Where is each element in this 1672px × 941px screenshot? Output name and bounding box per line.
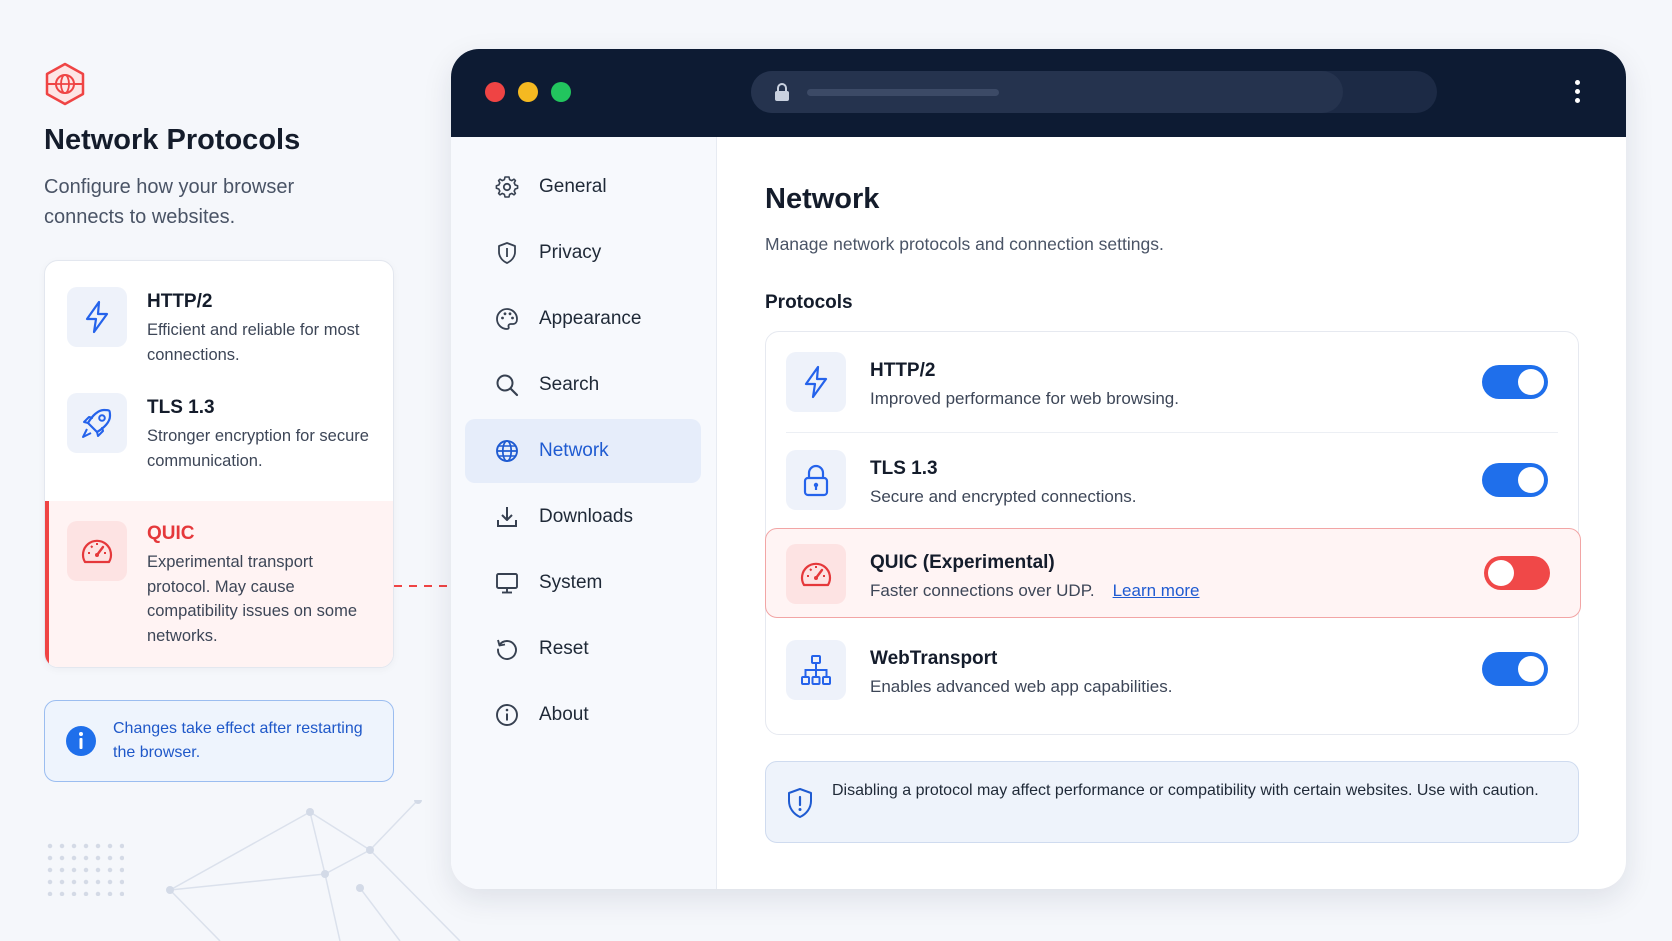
globe-shield-icon	[45, 62, 85, 106]
feature-desc: Efficient and reliable for most connecti…	[147, 321, 360, 364]
sidebar-item-label: Network	[539, 440, 609, 461]
page-title: Network Protocols	[44, 124, 301, 156]
sitemap-icon	[786, 640, 846, 700]
sidebar-item-privacy[interactable]: Privacy	[465, 221, 701, 285]
info-icon	[496, 704, 518, 726]
page-subtitle: Configure how your browser connects to w…	[44, 176, 295, 228]
globe-icon	[496, 440, 518, 462]
protocol-row-tls13: TLS 1.3 Secure and encrypted connections…	[766, 432, 1578, 528]
browser-titlebar	[451, 49, 1626, 137]
lightning-icon	[786, 352, 846, 412]
address-bar-field[interactable]	[751, 71, 1343, 113]
gear-icon	[495, 176, 519, 198]
lock-icon	[786, 450, 846, 510]
protocol-desc: Faster connections over UDP. Learn more	[870, 581, 1200, 601]
protocol-name: TLS 1.3	[870, 458, 938, 479]
feature-desc: Stronger encryption for secure communica…	[147, 427, 369, 470]
palette-icon	[496, 308, 518, 330]
section-title: Network	[765, 183, 880, 215]
feature-tls13: TLS 1.3 Stronger encryption for secure c…	[45, 373, 393, 501]
window-maximize-button[interactable]	[551, 82, 571, 102]
sidebar-item-label: General	[539, 176, 607, 197]
sidebar-item-reset[interactable]: Reset	[465, 617, 701, 681]
learn-more-link[interactable]: Learn more	[1112, 581, 1200, 600]
protocol-name: WebTransport	[870, 648, 998, 669]
sidebar-item-general[interactable]: General	[465, 155, 701, 219]
settings-sidebar: General Privacy Appearance Search Networ…	[451, 137, 717, 889]
sidebar-item-label: Appearance	[539, 308, 642, 329]
lightning-icon	[67, 287, 127, 347]
quic-toggle[interactable]	[1484, 556, 1550, 590]
speedometer-icon	[67, 521, 127, 581]
feature-desc: Experimental transport protocol. May cau…	[147, 553, 358, 645]
protocol-desc-text: Faster connections over UDP.	[870, 581, 1095, 600]
feature-name: QUIC	[147, 523, 195, 544]
protocol-row-http2: HTTP/2 Improved performance for web brow…	[766, 332, 1578, 432]
restart-notice-text: Changes take effect after restarting the…	[113, 720, 363, 761]
settings-content: Network Manage network protocols and con…	[717, 137, 1626, 889]
shield-icon	[498, 242, 516, 264]
feature-name: TLS 1.3	[147, 397, 215, 418]
search-icon	[496, 374, 519, 397]
protocols-heading: Protocols	[765, 292, 853, 313]
kebab-menu-icon[interactable]	[1571, 77, 1583, 107]
sidebar-item-search[interactable]: Search	[465, 353, 701, 417]
protocol-list: HTTP/2 Improved performance for web brow…	[765, 331, 1581, 736]
decorative-network-lines	[166, 800, 461, 941]
sidebar-item-label: About	[539, 704, 589, 725]
sidebar-item-appearance[interactable]: Appearance	[465, 287, 701, 351]
sidebar-item-label: Downloads	[539, 506, 633, 527]
sidebar-item-label: Search	[539, 374, 600, 395]
speedometer-icon	[786, 544, 846, 604]
protocol-row-webtransport: WebTransport Enables advanced web app ca…	[766, 618, 1578, 736]
row-divider	[786, 432, 1558, 433]
sidebar-item-downloads[interactable]: Downloads	[465, 485, 701, 549]
sidebar-item-system[interactable]: System	[465, 551, 701, 615]
sidebar-item-label: System	[539, 572, 603, 593]
download-icon	[497, 507, 517, 527]
reset-icon	[497, 639, 517, 660]
shield-icon	[788, 788, 812, 818]
window-close-button[interactable]	[485, 82, 505, 102]
feature-http2: HTTP/2 Efficient and reliable for most c…	[45, 261, 393, 373]
tls13-toggle[interactable]	[1482, 463, 1548, 497]
restart-notice: Changes take effect after restarting the…	[44, 700, 394, 782]
http2-toggle[interactable]	[1482, 365, 1548, 399]
feature-quic: QUIC Experimental transport protocol. Ma…	[45, 501, 393, 667]
info-icon	[66, 726, 96, 756]
protocol-feature-card: HTTP/2 Efficient and reliable for most c…	[44, 260, 394, 668]
sidebar-item-about[interactable]: About	[465, 683, 701, 747]
feature-name: HTTP/2	[147, 291, 213, 312]
caution-notice: Disabling a protocol may affect performa…	[765, 761, 1579, 843]
section-subtitle: Manage network protocols and connection …	[765, 234, 1164, 254]
protocol-row-quic: QUIC (Experimental) Faster connections o…	[765, 528, 1581, 618]
caution-notice-text: Disabling a protocol may affect performa…	[832, 782, 1539, 799]
url-placeholder-bar	[807, 89, 999, 96]
protocol-desc: Secure and encrypted connections.	[870, 487, 1137, 506]
lock-icon	[775, 83, 789, 101]
browser-window: General Privacy Appearance Search Networ…	[451, 49, 1626, 889]
window-minimize-button[interactable]	[518, 82, 538, 102]
protocol-desc: Enables advanced web app capabilities.	[870, 677, 1173, 696]
sidebar-item-label: Reset	[539, 638, 589, 659]
protocol-name: QUIC (Experimental)	[870, 552, 1055, 573]
monitor-icon	[496, 573, 518, 594]
sidebar-item-network[interactable]: Network	[465, 419, 701, 483]
protocol-name: HTTP/2	[870, 360, 936, 381]
webtransport-toggle[interactable]	[1482, 652, 1548, 686]
address-bar[interactable]	[751, 71, 1437, 113]
sidebar-item-label: Privacy	[539, 242, 602, 263]
rocket-icon	[67, 393, 127, 453]
decorative-dot-grid	[44, 840, 124, 896]
protocol-desc: Improved performance for web browsing.	[870, 389, 1179, 408]
